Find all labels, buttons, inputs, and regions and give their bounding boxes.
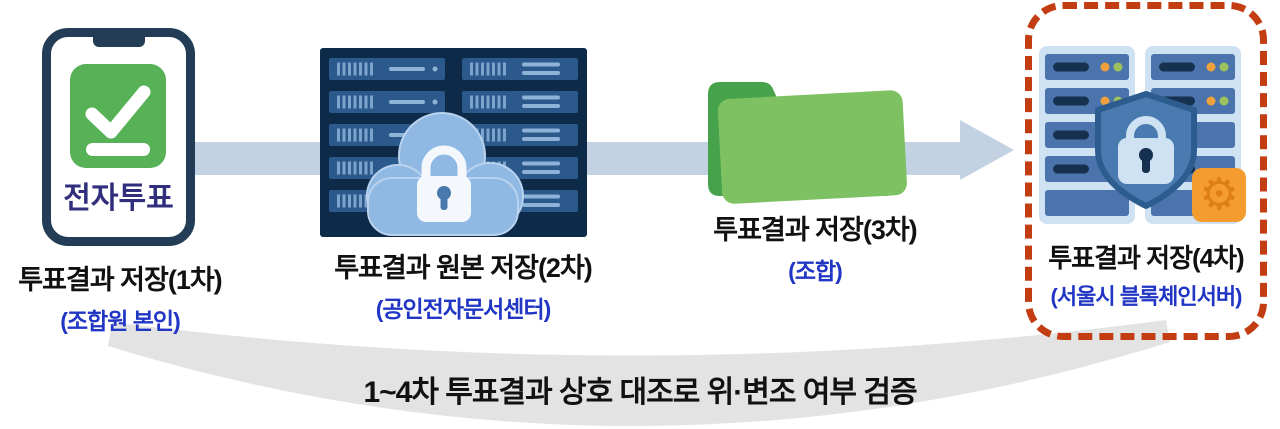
phone-notch [92, 36, 145, 47]
stage4-subtitle: (서울시 블록체인서버) [1050, 284, 1243, 309]
gear-icon: ⚙ [1192, 168, 1246, 222]
green-folder-icon [708, 82, 907, 204]
check-icon [70, 64, 166, 168]
footer-caption: 1~4차 투표결과 상호 대조로 위·변조 여부 검증 [363, 376, 917, 409]
smartphone-check-icon: 전자투표 [42, 28, 195, 246]
stage2-label: 투표결과 원본 저장(2차) (공인전자문서센터) [318, 246, 608, 324]
stage4-title: 투표결과 저장(4차) [1048, 243, 1244, 273]
stage3-subtitle: (조합) [788, 258, 843, 284]
stage3-title: 투표결과 저장(3차) [713, 215, 917, 245]
cloud-lock-icon [366, 112, 524, 236]
flow-arrowhead-icon [960, 120, 1014, 180]
stage2-title: 투표결과 원본 저장(2차) [334, 253, 593, 283]
stage2-subtitle: (공인전자문서센터) [375, 296, 552, 322]
stage1-title: 투표결과 저장(1차) [18, 265, 222, 295]
stage4-label: 투표결과 저장(4차) (서울시 블록체인서버) [1032, 238, 1260, 311]
blockchain-server-box: ⚙ 투표결과 저장(4차) (서울시 블록체인서버) [1025, 2, 1267, 340]
shield-lock-icon [1095, 91, 1197, 209]
stage1-label: 투표결과 저장(1차) (조합원 본인) [0, 258, 245, 336]
stage3-label: 투표결과 저장(3차) (조합) [685, 208, 945, 286]
phone-badge: 전자투표 [63, 182, 174, 215]
server-rack-cloud-lock-icon [320, 48, 587, 237]
stage1-subtitle: (조합원 본인) [60, 308, 181, 334]
